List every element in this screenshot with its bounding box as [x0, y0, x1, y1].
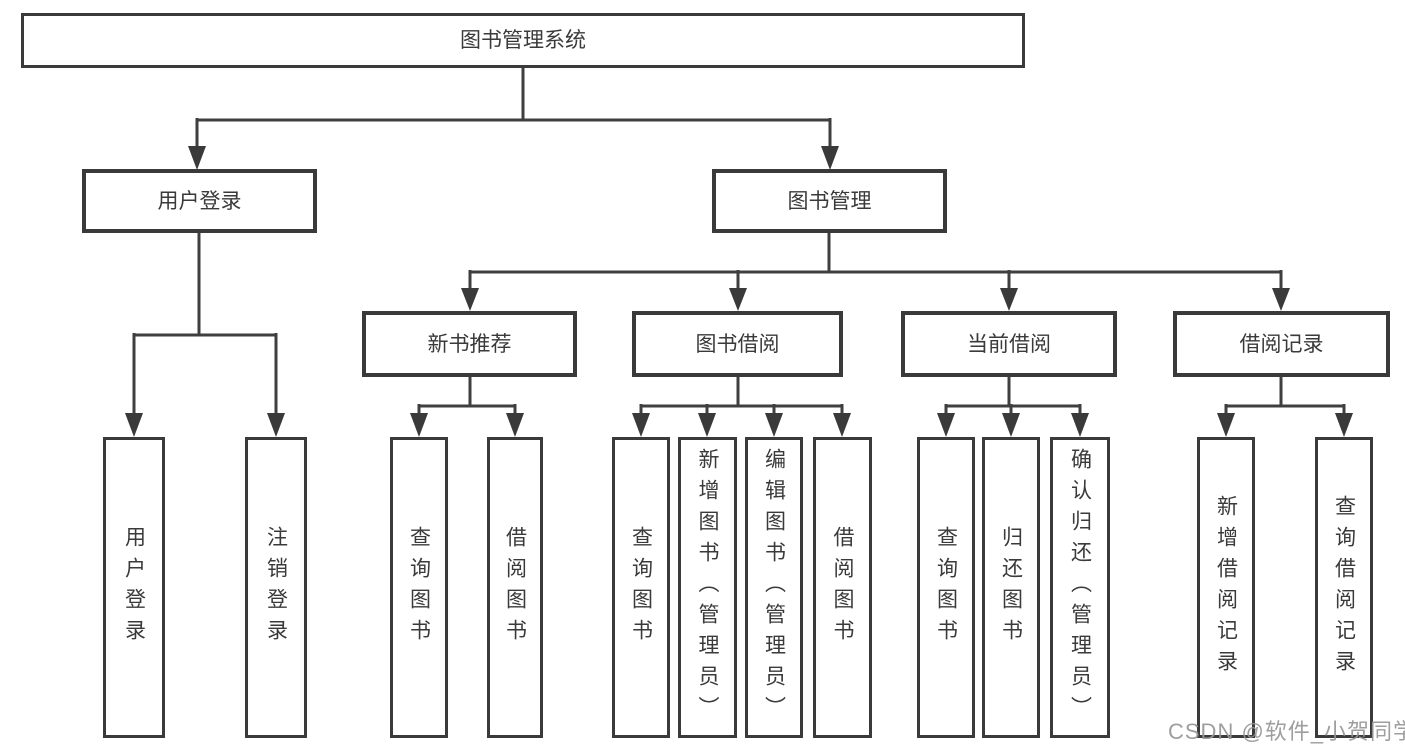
leaf-query-books-current: 查询图书 [917, 437, 975, 738]
leaf-query-borrowing-record: 查询借阅记录 [1315, 437, 1373, 738]
node-library-management-system: 图书管理系统 [21, 13, 1025, 68]
leaf-borrow-books-borrowing: 借阅图书 [813, 437, 872, 738]
connector-records-to-leaves [1217, 377, 1353, 437]
node-book-management: 图书管理 [712, 169, 947, 233]
node-current-borrowing: 当前借阅 [901, 311, 1117, 377]
leaf-user-login: 用户登录 [103, 437, 165, 738]
connector-userlogin-to-leaves [125, 233, 285, 437]
node-borrowing-records: 借阅记录 [1173, 311, 1390, 377]
node-book-borrowing: 图书借阅 [632, 311, 843, 377]
node-user-login: 用户登录 [82, 169, 317, 233]
leaf-add-borrowing-record: 新增借阅记录 [1197, 437, 1255, 738]
leaf-query-books-newbook: 查询图书 [390, 437, 448, 738]
leaf-query-books-borrowing: 查询图书 [612, 437, 670, 738]
connector-current-to-leaves [937, 377, 1089, 437]
connector-root-to-level2 [188, 68, 839, 170]
csdn-watermark: CSDN @软件_小贺同学 [1168, 719, 1405, 744]
node-new-book-recommendation: 新书推荐 [362, 311, 577, 377]
leaf-edit-books-admin: 编辑图书（管理员） [745, 437, 803, 738]
leaf-add-books-admin: 新增图书（管理员） [678, 437, 737, 738]
leaf-logout: 注销登录 [245, 437, 307, 738]
connector-borrowing-to-leaves [632, 377, 851, 437]
connector-newbook-to-leaves [410, 377, 524, 437]
leaf-borrow-books-newbook: 借阅图书 [487, 437, 543, 738]
leaf-return-books: 归还图书 [982, 437, 1040, 738]
leaf-confirm-return-admin: 确认归还（管理员） [1050, 437, 1110, 738]
connector-bookmgmt-to-level3 [461, 233, 1290, 311]
